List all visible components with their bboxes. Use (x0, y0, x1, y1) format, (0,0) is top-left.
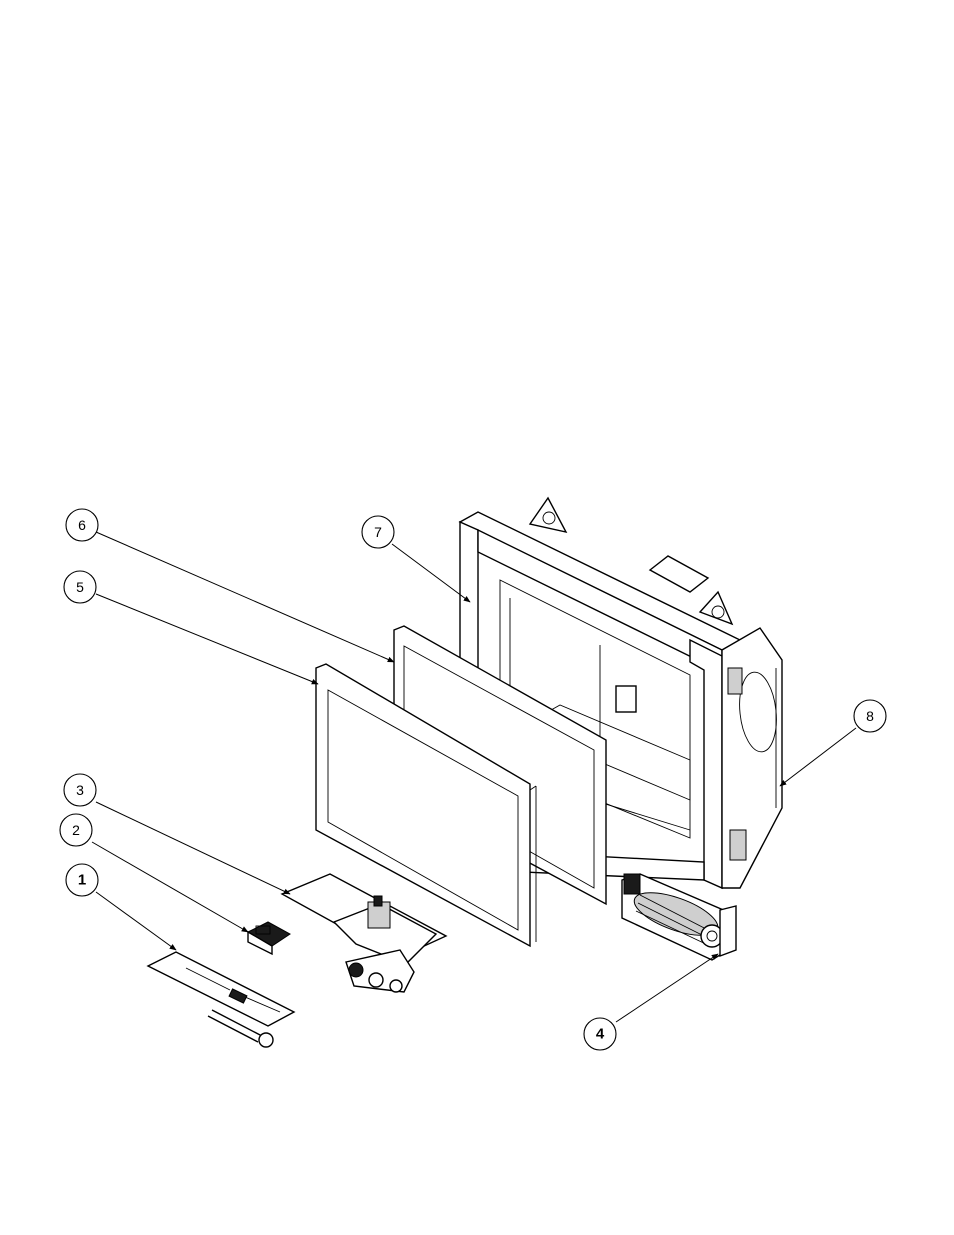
callout-5: 5 (64, 571, 96, 603)
callout-8: 8 (854, 700, 886, 732)
callout-2-label: 2 (72, 822, 80, 838)
leader-5 (96, 594, 318, 684)
callout-2: 2 (60, 814, 92, 846)
callout-8-label: 8 (866, 708, 874, 724)
callout-1: 1 (66, 864, 98, 896)
leader-2 (92, 842, 248, 932)
leader-1 (96, 892, 176, 950)
callout-4: 4 (584, 1018, 616, 1050)
callout-6-label: 6 (78, 517, 86, 533)
leader-7 (392, 544, 470, 602)
callout-6: 6 (66, 509, 98, 541)
leader-3 (96, 802, 290, 894)
callout-5-label: 5 (76, 579, 84, 595)
callout-3-label: 3 (76, 782, 84, 798)
burner-assembly (148, 952, 294, 1047)
callout-1-label: 1 (78, 872, 86, 889)
leader-4 (616, 954, 718, 1022)
leader-8 (780, 728, 856, 786)
leader-6 (96, 532, 394, 662)
control-module (248, 922, 290, 954)
valve-assembly (282, 874, 446, 992)
callout-4-label: 4 (596, 1026, 605, 1043)
callout-7: 7 (362, 516, 394, 548)
callout-3: 3 (64, 774, 96, 806)
callout-7-label: 7 (374, 524, 382, 540)
